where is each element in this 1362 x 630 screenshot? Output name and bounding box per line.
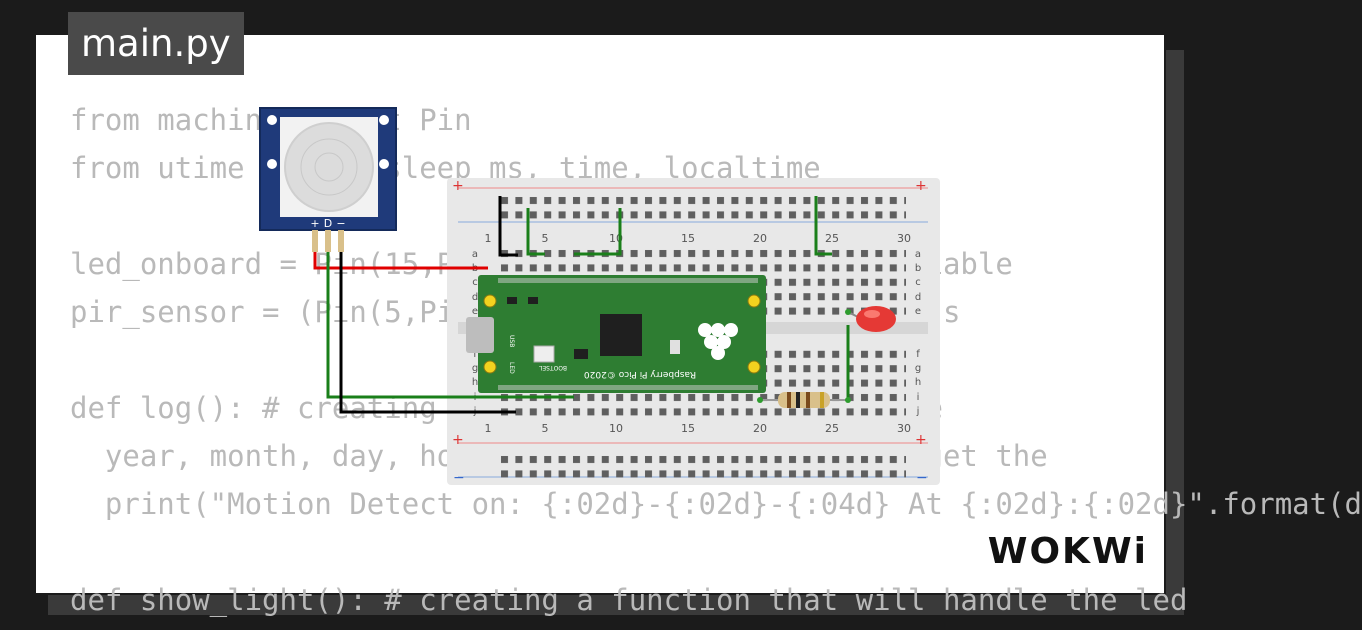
usb-port [466,317,494,353]
raspberry-pi-pico[interactable]: Raspberry Pi Pico ©2020 BOOTSEL USB LED [466,275,766,393]
red-led[interactable] [845,306,896,332]
file-tab[interactable]: main.py [68,12,244,75]
mount-hole [747,360,761,374]
raspberry-pi-logo-icon [698,323,738,360]
led-label: LED [508,362,515,374]
mount-hole [483,294,497,308]
bootsel-label: BOOTSEL [538,364,567,371]
pir-motion-sensor[interactable]: + D − [259,107,397,252]
code-line: from utime import sleep_ms, time, localt… [70,151,821,185]
code-line: def show_light(): # creating a function … [70,583,1188,617]
resistor[interactable] [757,392,851,408]
pico-label: Raspberry Pi Pico ©2020 [584,369,696,379]
code-line: print("Motion Detect on: {:02d}-{:02d}-{… [70,487,1362,521]
pin-label: − [336,217,345,230]
pin-label: + [310,217,319,230]
bootsel-button[interactable] [533,345,555,363]
code-line: year, month, day, hour, minute, ... # fi… [70,439,1048,473]
fresnel-lens [284,122,374,212]
pin-label: D [324,217,332,230]
usb-label: USB [508,335,515,347]
wokwi-logo: WOKWi [987,531,1148,572]
rp2040-chip [600,314,642,356]
mount-hole [483,360,497,374]
mount-hole [747,294,761,308]
